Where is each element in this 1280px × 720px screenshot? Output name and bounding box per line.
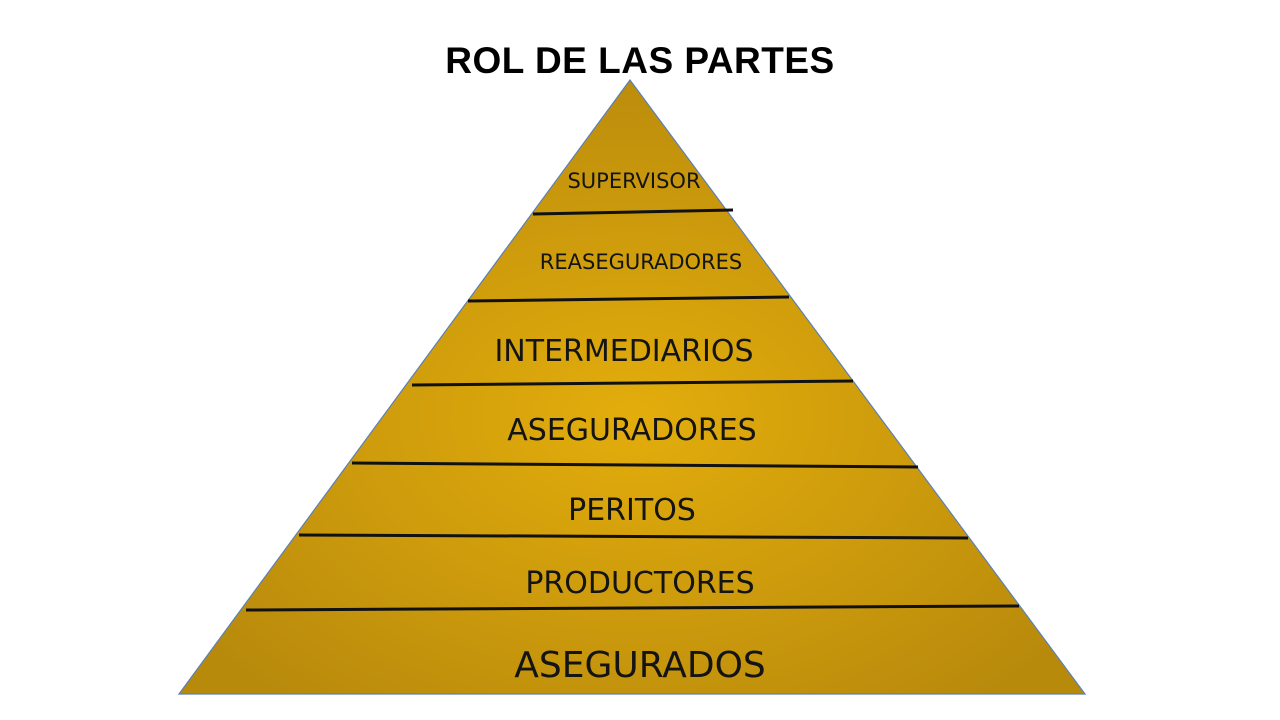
pyramid-body [177, 78, 1087, 695]
tier-label-aseguradores: ASEGURADORES [507, 413, 756, 448]
tier-divider [245, 604, 1020, 612]
slide-title: ROL DE LAS PARTES [445, 40, 835, 81]
tier-divider [411, 379, 854, 387]
tier-label-supervisor: SUPERVISOR [567, 169, 700, 193]
tier-divider [351, 461, 919, 469]
tier-label-productores: PRODUCTORES [525, 566, 754, 601]
tier-label-reaseguradores: REASEGURADORES [540, 250, 742, 274]
tier-label-peritos: PERITOS [568, 493, 696, 528]
tier-label-asegurados: ASEGURADOS [514, 645, 766, 686]
tier-divider [467, 295, 790, 303]
tier-divider [298, 533, 969, 540]
tier-divider [532, 208, 734, 216]
tier-label-intermediarios: INTERMEDIARIOS [494, 334, 753, 369]
